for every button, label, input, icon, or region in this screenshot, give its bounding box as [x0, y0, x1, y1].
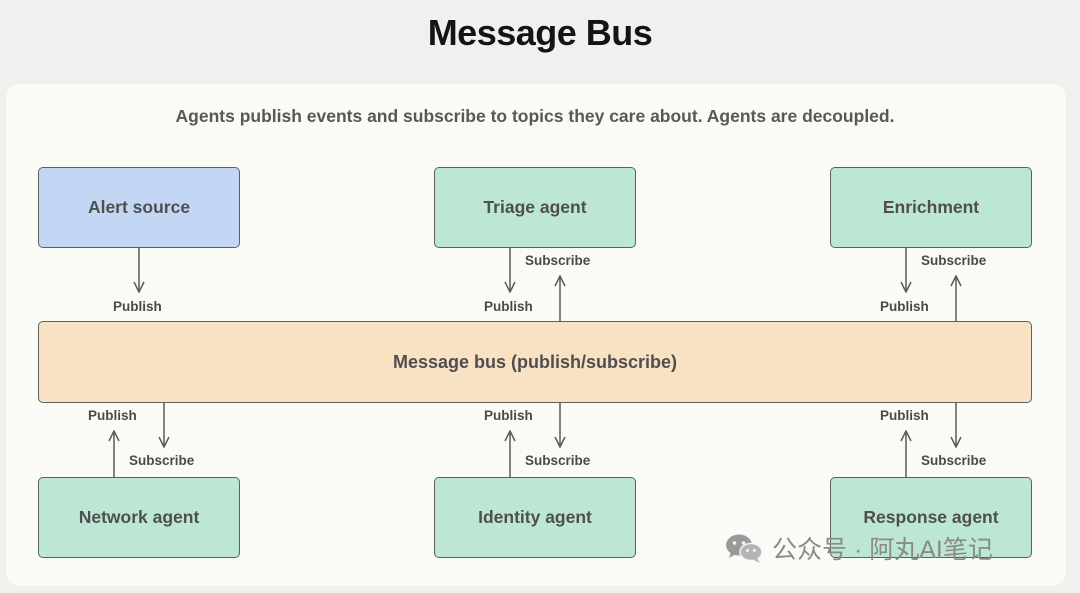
identity-subscribe-label: Subscribe: [525, 453, 591, 468]
enrichment-subscribe-label: Subscribe: [921, 253, 987, 268]
triage-agent-node: Triage agent: [434, 167, 636, 248]
network-publish-label: Publish: [88, 408, 137, 423]
identity-agent-node: Identity agent: [434, 477, 636, 558]
diagram-title: Message Bus: [427, 12, 653, 53]
enrichment-node: Enrichment: [830, 167, 1032, 248]
triage-subscribe-label: Subscribe: [525, 253, 591, 268]
enrichment-publish-label: Publish: [880, 299, 929, 314]
identity-publish-label: Publish: [484, 408, 533, 423]
response-agent-node: Response agent: [830, 477, 1032, 558]
wechat-icon: [726, 534, 763, 563]
alert-publish-label: Publish: [113, 299, 162, 314]
diagram-subtitle: Agents publish events and subscribe to t…: [175, 106, 895, 126]
network-agent-node: Network agent: [38, 477, 240, 558]
triage-publish-label: Publish: [484, 299, 533, 314]
response-publish-label: Publish: [880, 408, 929, 423]
network-subscribe-label: Subscribe: [129, 453, 195, 468]
watermark: 公众号 · 阿丸AI笔记: [724, 530, 993, 566]
message-bus-node: Message bus (publish/subscribe): [38, 321, 1032, 403]
watermark-text: 公众号 · 阿丸AI笔记: [772, 536, 993, 564]
alert-source-node: Alert source: [38, 167, 240, 248]
response-subscribe-label: Subscribe: [921, 453, 987, 468]
